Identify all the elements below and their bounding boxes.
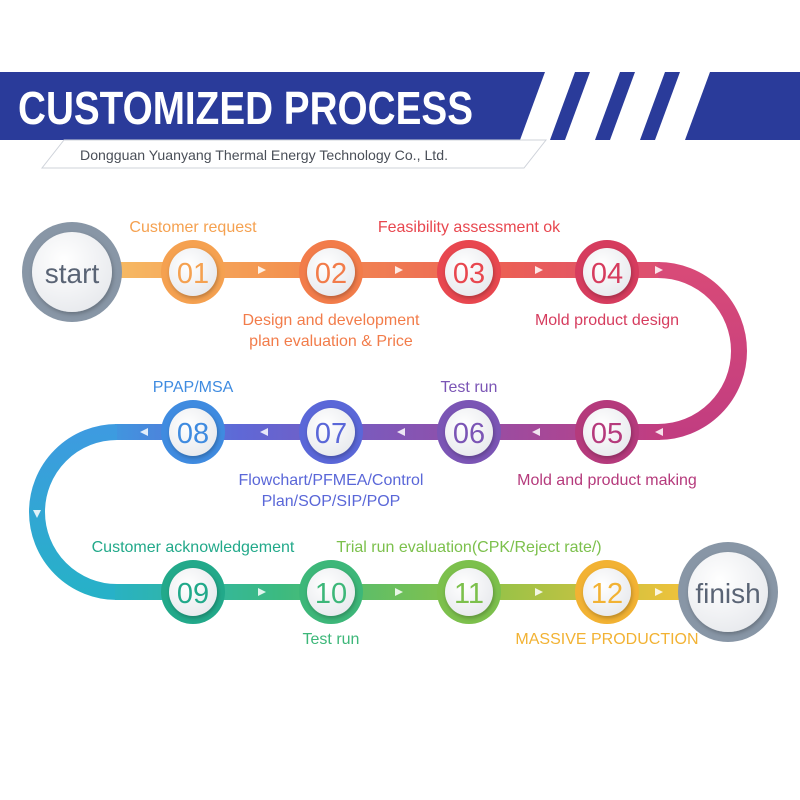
step-number: 01 <box>177 258 209 290</box>
finish-inner <box>688 552 768 632</box>
track-curve-left <box>29 424 118 600</box>
step-label-line-2: plan evaluation & Price <box>249 333 413 350</box>
step-inner <box>445 568 493 616</box>
arrow-left-icon <box>260 428 268 436</box>
step-number: 09 <box>177 578 209 610</box>
track-segment-top <box>80 262 660 278</box>
banner-stripe <box>610 72 665 140</box>
step-number: 06 <box>453 418 485 450</box>
step-number: 03 <box>453 258 485 290</box>
step-label: Test run <box>441 379 498 396</box>
step-number: 04 <box>591 258 623 290</box>
arrow-right-icon <box>258 266 266 274</box>
step-number: 02 <box>315 258 347 290</box>
process-track <box>29 262 747 600</box>
step-inner <box>583 568 631 616</box>
step-number: 11 <box>454 578 484 610</box>
step-inner <box>169 248 217 296</box>
step-10: 10 Test run <box>299 560 363 648</box>
header-banner: CUSTOMIZED PROCESS Dongguan Yuanyang The… <box>0 72 800 169</box>
step-label-line-2: Plan/SOP/SIP/POP <box>262 493 401 510</box>
track-curve-right <box>657 262 747 440</box>
step-01: 01 Customer request <box>129 219 257 304</box>
step-label: Test run <box>303 631 360 648</box>
step-12: 12 MASSIVE PRODUCTION <box>515 560 699 648</box>
arrow-left-icon <box>532 428 540 436</box>
step-06: 06 Test run <box>437 379 501 464</box>
step-number: 05 <box>591 418 623 450</box>
step-inner <box>307 248 355 296</box>
step-09: 09 Customer acknowledgement <box>92 539 295 624</box>
step-05: 05 Mold and product making <box>517 400 697 489</box>
step-label: MASSIVE PRODUCTION <box>515 631 698 648</box>
step-inner <box>169 568 217 616</box>
arrow-left-icon <box>655 428 663 436</box>
arrow-right-icon <box>655 266 663 274</box>
step-label: Customer acknowledgement <box>92 539 295 556</box>
step-label: Mold and product making <box>517 472 697 489</box>
arrow-right-icon <box>395 266 403 274</box>
step-inner <box>445 248 493 296</box>
track-segment-bottom <box>115 584 695 600</box>
start-label: start <box>45 258 100 289</box>
step-07: 07 Flowchart/PFMEA/Control Plan/SOP/SIP/… <box>239 400 424 510</box>
direction-arrows <box>33 266 770 596</box>
step-label: Trial run evaluation(CPK/Reject rate/) <box>336 539 601 556</box>
step-number: 07 <box>315 418 347 450</box>
step-number: 10 <box>315 578 347 610</box>
step-02: 02 Design and development plan evaluatio… <box>242 240 420 350</box>
step-label: Mold product design <box>535 312 679 329</box>
finish-node: finish <box>678 542 778 642</box>
company-subtitle: Dongguan Yuanyang Thermal Energy Technol… <box>80 147 448 163</box>
step-label: Customer request <box>129 219 257 236</box>
step-label: Feasibility assessment ok <box>378 219 561 236</box>
page-title: CUSTOMIZED PROCESS <box>18 82 473 134</box>
step-number: 12 <box>591 578 623 610</box>
banner-stripe <box>655 72 710 140</box>
step-08: 08 PPAP/MSA <box>153 379 234 464</box>
track-segment-middle <box>115 424 660 440</box>
subtitle-tab <box>40 139 548 169</box>
banner-stripe <box>565 72 620 140</box>
step-inner <box>445 408 493 456</box>
arrow-down-icon <box>33 510 41 518</box>
step-label: PPAP/MSA <box>153 379 234 396</box>
banner-stripe <box>520 72 575 140</box>
arrow-down-icon <box>762 347 770 355</box>
step-inner <box>307 568 355 616</box>
arrow-right-icon <box>535 588 543 596</box>
step-inner <box>169 408 217 456</box>
arrow-right-icon <box>395 588 403 596</box>
arrow-left-icon <box>397 428 405 436</box>
arrow-right-icon <box>655 588 663 596</box>
step-11: 11 Trial run evaluation(CPK/Reject rate/… <box>336 539 602 624</box>
finish-label: finish <box>695 578 760 609</box>
step-number: 08 <box>177 418 209 450</box>
start-node: start <box>22 222 122 322</box>
arrow-right-icon <box>535 266 543 274</box>
step-inner <box>583 408 631 456</box>
step-inner <box>307 408 355 456</box>
arrow-left-icon <box>140 428 148 436</box>
step-03: 03 Feasibility assessment ok <box>378 219 561 304</box>
step-04: 04 Mold product design <box>535 240 679 329</box>
step-label-line-1: Design and development <box>242 312 420 329</box>
start-inner <box>32 232 112 312</box>
step-label-line-1: Flowchart/PFMEA/Control <box>239 472 424 489</box>
step-inner <box>583 248 631 296</box>
arrow-right-icon <box>258 588 266 596</box>
